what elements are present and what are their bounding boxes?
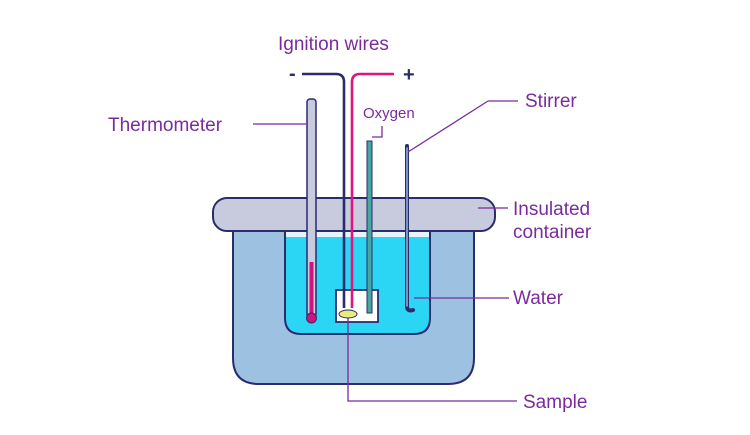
sample [338,309,358,319]
sample-leader [347,318,517,402]
sample-label: Sample [523,392,587,413]
oxygen-label: Oxygen [363,105,415,122]
oxygen-tube [366,140,373,314]
water-vessel [284,229,431,335]
insulated-label: Insulated [513,199,590,220]
stirrer-leader [407,100,489,153]
water-air-gap [286,231,429,237]
thermometer-label: Thermometer [108,115,223,136]
oxygen-leader [372,126,383,138]
stirrer-label: Stirrer [525,91,577,112]
container-label: container [513,222,592,243]
minus-sign: - [289,63,296,85]
ignition-wire-negative [302,72,346,308]
ignition-wires-label: Ignition wires [278,34,389,55]
thermometer-mercury [309,262,314,316]
thermometer-bulb [306,312,317,324]
water-label: Water [513,288,564,309]
container-lid [212,197,496,232]
ignition-wire-positive [350,72,394,308]
plus-sign: + [403,64,415,86]
